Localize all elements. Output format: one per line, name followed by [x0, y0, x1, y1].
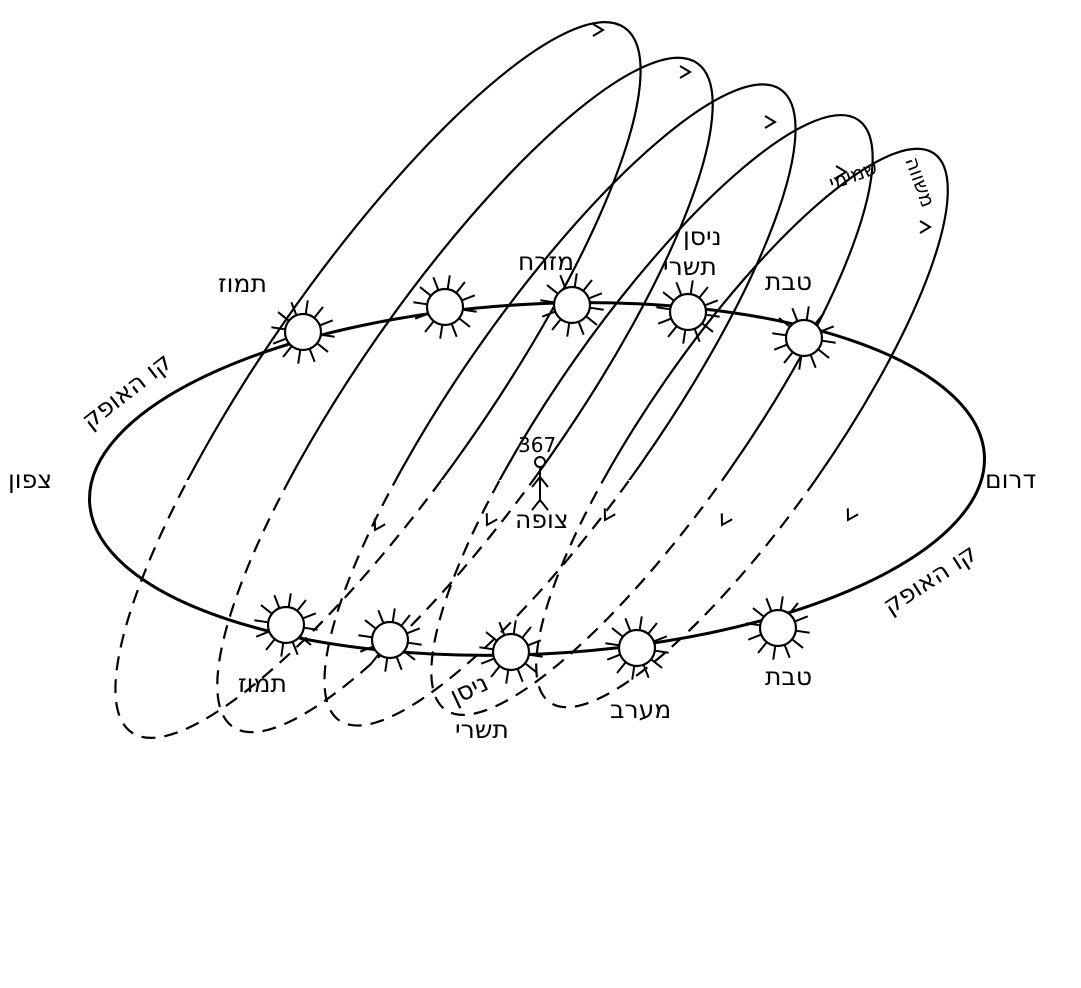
observer-icon — [531, 456, 549, 511]
arrow-icon — [919, 220, 932, 234]
horizon-ellipse — [88, 301, 986, 657]
east-label: מזרח — [518, 247, 574, 276]
path-tammuz-night — [114, 480, 642, 739]
sun-icon — [413, 275, 477, 339]
path-tammuz-day — [114, 21, 642, 480]
arrow-icon — [373, 518, 386, 532]
path-nisan-night-2 — [323, 480, 797, 727]
tishrei-label-east: תשרי — [663, 252, 717, 281]
tammuz-label-east: תמוז — [218, 269, 267, 298]
horizon-label-right: קו האופק — [877, 538, 981, 620]
equinox-label: משווה — [900, 154, 940, 211]
arrow-icon — [846, 508, 859, 522]
path-nisan-day-2 — [323, 83, 797, 480]
sun-icon — [772, 306, 836, 370]
night-paths — [114, 480, 949, 739]
tevet-label-east: טבת — [765, 267, 812, 296]
horizon-label-left: קו האופק — [76, 347, 177, 435]
path-nisan-day-1 — [216, 56, 714, 480]
sun-icon — [479, 620, 543, 684]
observer-number: 367 — [518, 433, 556, 457]
sun-icon — [254, 593, 318, 657]
sun-icon — [605, 616, 669, 680]
tevet-label-west: טבת — [765, 662, 812, 691]
arrow-icon — [679, 65, 692, 79]
observer-label: צופה — [515, 505, 569, 534]
sun-icon — [540, 273, 604, 337]
sun-icon — [746, 596, 810, 660]
arrow-icon — [720, 513, 733, 527]
west-label: מערב — [610, 695, 671, 724]
arrow-icon — [764, 115, 777, 129]
south-label: דרום — [985, 465, 1036, 494]
path-arrows — [373, 23, 932, 532]
nisan-label-west: ניסן — [445, 668, 492, 711]
path-tevet-day — [535, 147, 949, 480]
tammuz-label-west: תמוז — [238, 669, 287, 698]
suns — [254, 273, 836, 684]
tishrei-label-west: תשרי — [455, 715, 509, 744]
arrow-icon — [835, 165, 848, 179]
arrow-icon — [485, 513, 498, 527]
sun-icon — [271, 300, 335, 364]
sky-label: שמימי — [826, 155, 881, 195]
nisan-label-east: ניסן — [683, 222, 722, 251]
sun-icon — [358, 608, 422, 672]
path-tishrei-day — [430, 114, 874, 480]
north-label: צפון — [8, 465, 52, 494]
sun-icon — [656, 280, 720, 344]
arrow-icon — [603, 508, 616, 522]
arrow-icon — [592, 23, 605, 37]
day-paths — [114, 21, 949, 480]
